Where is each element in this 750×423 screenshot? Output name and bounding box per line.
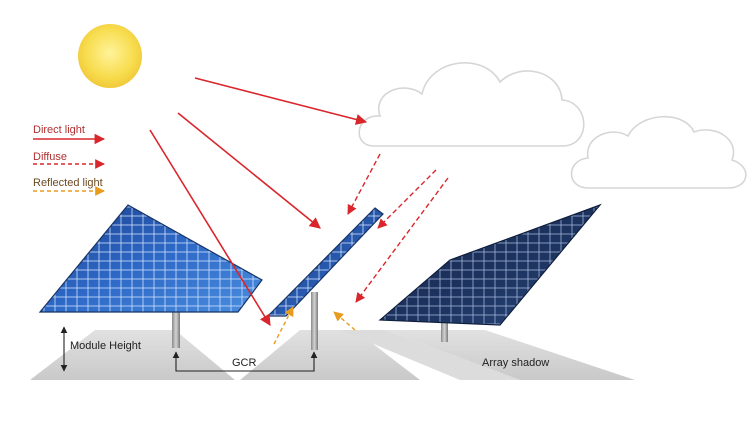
- solar-tracker-right: [378, 203, 602, 342]
- array-shadow-label: Array shadow: [482, 357, 549, 369]
- legend-direct-label: Direct light: [33, 124, 85, 136]
- diffuse-light-rays: [347, 153, 449, 303]
- gcr-label: GCR: [232, 357, 257, 369]
- cloud-icon: [358, 62, 585, 147]
- tracker-post: [172, 290, 180, 348]
- module-height-label: Module Height: [70, 340, 141, 352]
- diffuse-ray: [347, 153, 381, 215]
- ground-shadows: [30, 330, 635, 380]
- shadow-left: [30, 330, 235, 380]
- direct-ray: [194, 77, 368, 125]
- direct-light-rays: [149, 77, 368, 326]
- shadow-right-strip: [340, 330, 520, 380]
- reflected-ray: [333, 311, 356, 331]
- solar-tracker-middle: [266, 207, 384, 350]
- solar-tracker-left: [38, 204, 263, 348]
- shadow-middle: [240, 330, 420, 380]
- legend: Direct light Diffuse Reflected light: [33, 124, 106, 196]
- diffuse-ray: [377, 169, 437, 229]
- sun-icon: [78, 24, 142, 88]
- legend-diffuse-label: Diffuse: [33, 151, 67, 163]
- shadow-right: [385, 330, 635, 380]
- gcr-dimension: [172, 351, 318, 372]
- cloud-icon: [570, 115, 747, 189]
- tracker-post: [441, 312, 448, 342]
- direct-ray: [177, 112, 321, 229]
- direct-ray: [149, 129, 271, 326]
- diffuse-ray: [355, 177, 449, 303]
- reflected-light-rays: [273, 306, 356, 345]
- tracker-post: [311, 292, 318, 350]
- legend-reflected-label: Reflected light: [33, 177, 103, 189]
